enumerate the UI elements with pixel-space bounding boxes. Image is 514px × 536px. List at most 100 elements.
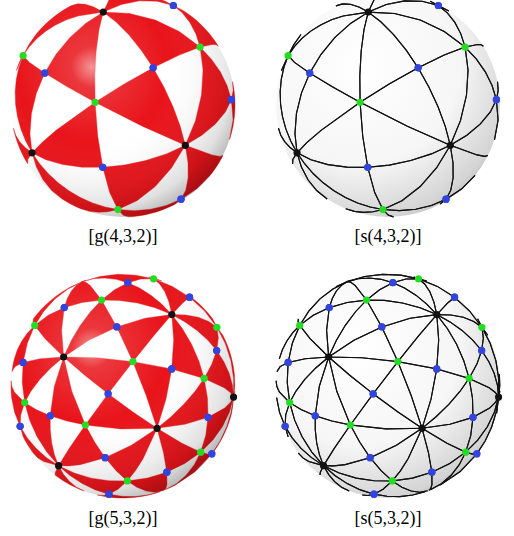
great-circle-arc — [350, 394, 422, 429]
vertex-dot — [91, 99, 98, 106]
vertex-dot — [228, 96, 235, 103]
vertex-dot — [168, 311, 175, 318]
vertex-dot — [469, 414, 476, 421]
vertex-dot — [153, 425, 160, 432]
vertex-dot — [150, 64, 157, 71]
great-circle-arc — [418, 279, 454, 315]
great-circle-arc — [329, 357, 398, 394]
great-circle-arc — [290, 357, 329, 416]
vertex-dot — [47, 412, 54, 419]
line-sphere — [276, 0, 500, 217]
vertex-dot — [124, 279, 131, 286]
vertex-dot — [204, 414, 211, 421]
great-circle-arc — [320, 466, 349, 491]
vertex-dot — [28, 149, 35, 156]
vertex-dot — [168, 365, 175, 372]
great-circle-arc — [368, 0, 438, 12]
great-circle-arc — [382, 315, 437, 362]
vertex-dot — [356, 99, 363, 106]
vertex-dot — [312, 412, 319, 419]
colored-sphere — [11, 0, 235, 217]
vertex-dot — [433, 365, 440, 372]
vertex-dot — [389, 279, 396, 286]
vertex-dot — [320, 462, 327, 469]
vertex-dot — [114, 206, 121, 213]
vertex-dot — [168, 365, 175, 372]
vertex-dot — [99, 164, 106, 171]
vertex-dot — [197, 449, 204, 456]
great-circle-arc — [346, 281, 348, 283]
vertex-dot — [364, 164, 371, 171]
vertex-dot — [326, 304, 333, 311]
vertex-dot — [285, 52, 292, 59]
sphere-disc — [276, 274, 500, 498]
vertex-dot — [105, 491, 112, 498]
vertex-dot — [20, 359, 27, 366]
figure-label: [g(5,3,2)] — [89, 508, 158, 529]
great-circle-arc — [288, 35, 301, 56]
vertex-dot — [21, 399, 28, 406]
great-circle-arc — [430, 452, 476, 490]
vertex-dot — [435, 2, 442, 9]
sphere-disc — [276, 0, 500, 217]
vertex-dot — [306, 70, 313, 77]
vertex-dot — [129, 358, 136, 365]
vertex-dot — [286, 399, 293, 406]
vertex-dot — [186, 294, 193, 301]
vertex-dot — [433, 365, 440, 372]
great-circle-arc — [398, 315, 439, 369]
vertex-dot — [105, 390, 112, 397]
vertex-dot — [170, 2, 177, 9]
vertex-dot — [462, 449, 469, 456]
vertex-dot — [293, 149, 300, 156]
vertex-dot — [370, 390, 377, 397]
vertex-dot — [105, 390, 112, 397]
vertex-dot — [196, 43, 203, 50]
vertex-dot — [61, 304, 68, 311]
vertex-dot — [478, 347, 485, 354]
vertex-dot — [428, 469, 435, 476]
vertex-dot — [204, 414, 211, 421]
vertex-dot — [451, 294, 458, 301]
great-circle-arc — [368, 145, 451, 209]
vertex-dot — [47, 412, 54, 419]
vertex-dot — [213, 324, 220, 331]
great-circle-arc — [422, 417, 473, 452]
vertex-dot — [124, 279, 131, 286]
vertex-dot — [177, 196, 184, 203]
line-sphere — [276, 274, 502, 498]
vertex-dot — [113, 323, 120, 330]
great-circle-arc — [329, 357, 373, 425]
vertex-dot — [473, 450, 480, 457]
great-circle-arc — [422, 369, 469, 428]
great-circle-arc — [370, 428, 422, 481]
vertex-dot — [186, 294, 193, 301]
great-circle-arc — [347, 274, 418, 282]
vertex-dot — [325, 353, 332, 360]
vertex-dot — [466, 375, 473, 382]
great-circle-arc — [437, 297, 482, 327]
vertex-dot — [442, 196, 449, 203]
vertex-dot — [378, 323, 385, 330]
vertex-dot — [447, 142, 454, 149]
vertex-dot — [363, 296, 370, 303]
vertex-dot — [41, 70, 48, 77]
vertex-dot — [415, 275, 422, 282]
vertex-dot — [17, 423, 24, 430]
vertex-dot — [208, 450, 215, 457]
great-circle-arc — [466, 397, 499, 454]
vertex-dot — [170, 2, 177, 9]
vertex-dot — [285, 359, 292, 366]
great-circle-arc — [466, 397, 499, 452]
great-circle-arc — [347, 274, 418, 281]
great-circle-arc — [277, 325, 300, 371]
great-circle-arc — [450, 47, 496, 145]
vertex-dot — [163, 469, 170, 476]
vertex-dot — [364, 164, 371, 171]
great-circle-arc — [392, 472, 432, 492]
great-circle-arc — [477, 397, 499, 454]
vertex-dot — [102, 454, 109, 461]
vertex-dot — [370, 491, 377, 498]
great-circle-arc — [374, 481, 428, 497]
